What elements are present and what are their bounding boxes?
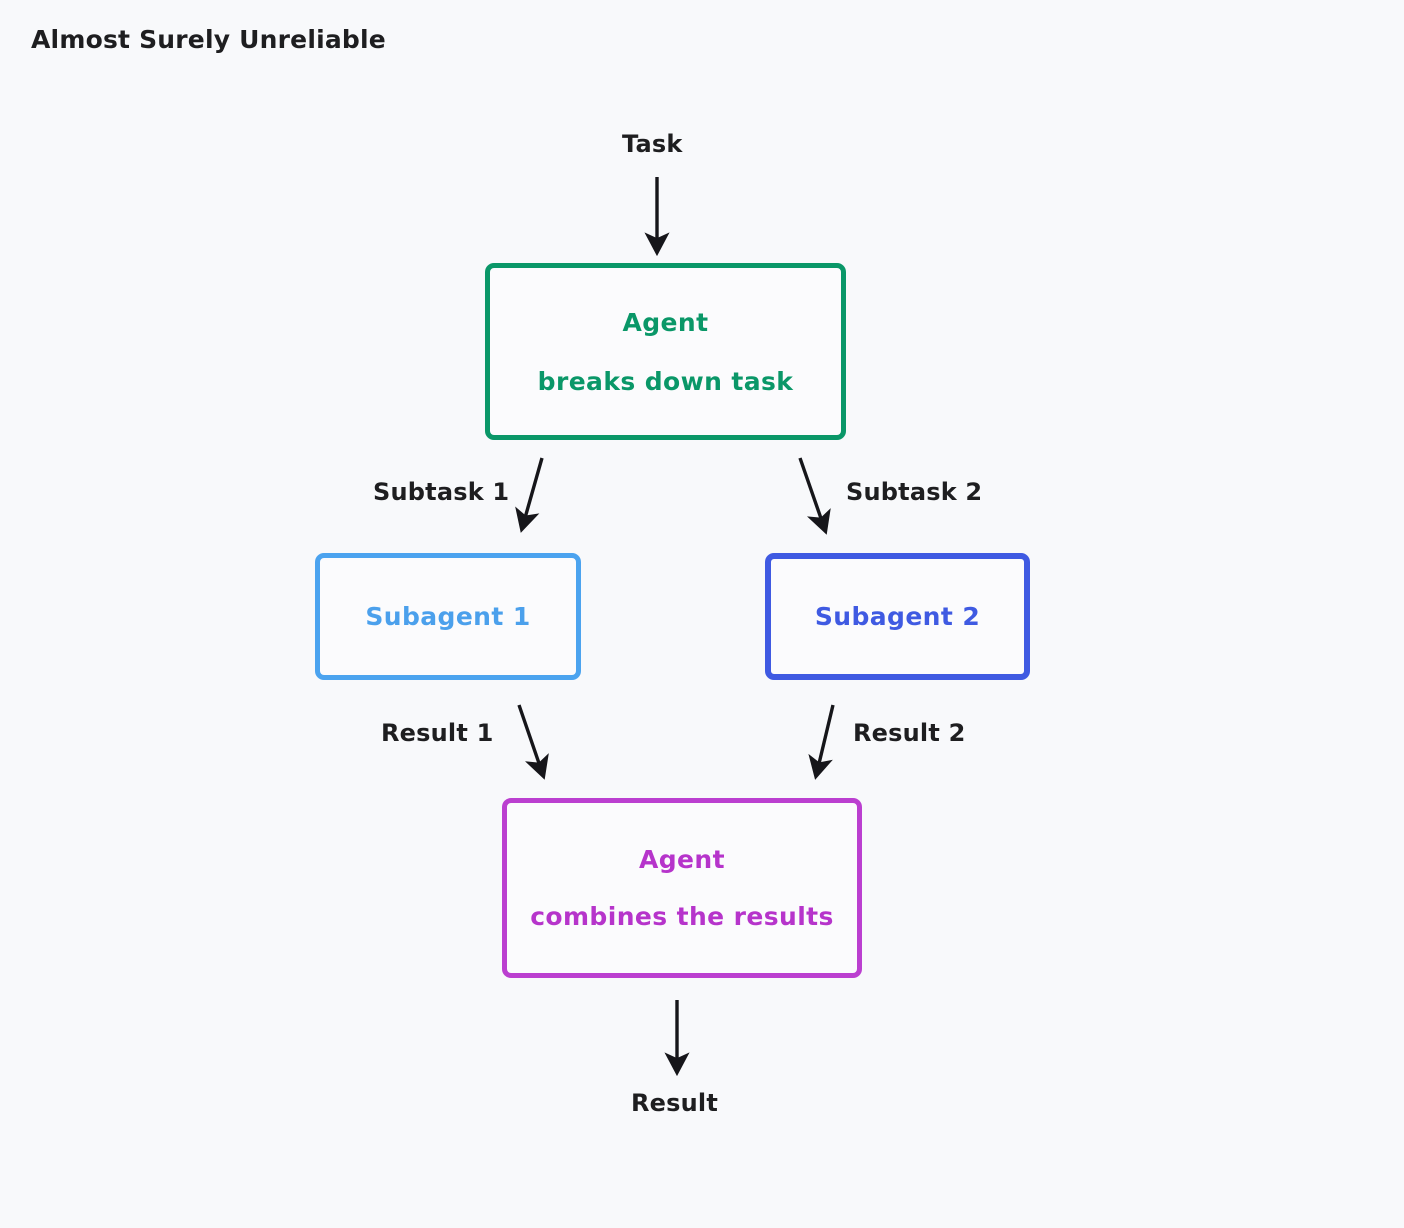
arrow-subagent-1-to-combine (517, 704, 549, 780)
label-result-1: Result 1 (381, 719, 494, 747)
label-subtask-1: Subtask 1 (373, 478, 510, 506)
arrow-agent-to-subagent-1 (515, 457, 544, 533)
label-task: Task (622, 130, 683, 158)
node-agent-combine-title: Agent (639, 845, 725, 874)
node-subagent-1[interactable]: Subagent 1 (315, 553, 581, 680)
page-title: Almost Surely Unreliable (31, 25, 386, 54)
node-agent-breakdown-subtitle: breaks down task (537, 366, 794, 396)
node-agent-combine-subtitle: combines the results (530, 902, 834, 931)
node-agent-breaks-down-task[interactable]: Agent breaks down task (485, 263, 846, 440)
node-subagent-2[interactable]: Subagent 2 (765, 553, 1030, 680)
label-result-2: Result 2 (853, 719, 966, 747)
label-subtask-2: Subtask 2 (846, 478, 983, 506)
arrow-subagent-2-to-combine (808, 704, 835, 780)
label-result: Result (631, 1089, 719, 1117)
node-subagent-1-title: Subagent 1 (365, 602, 531, 631)
node-agent-combines-the-results[interactable]: Agent combines the results (502, 798, 862, 978)
node-agent-breakdown-title: Agent (622, 307, 709, 337)
node-subagent-2-title: Subagent 2 (814, 602, 981, 631)
arrow-agent-to-subagent-2 (798, 457, 831, 535)
